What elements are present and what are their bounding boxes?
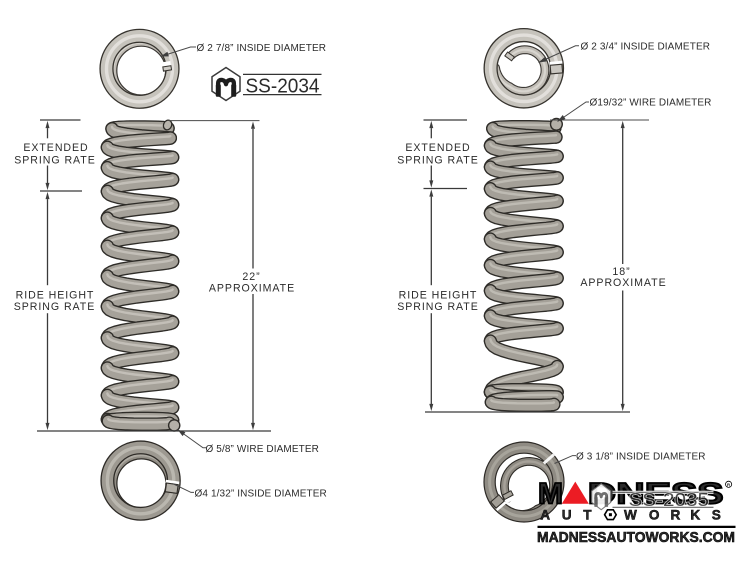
svg-text:R: R (727, 483, 731, 488)
svg-text:18”: 18” (612, 266, 630, 278)
svg-text:O: O (649, 508, 660, 523)
svg-text:APPROXIMATE: APPROXIMATE (209, 283, 295, 295)
svg-text:EXTENDED: EXTENDED (23, 142, 88, 154)
svg-text:MADNESSAUTOWORKS.COM: MADNESSAUTOWORKS.COM (537, 530, 735, 546)
svg-text:SS-2035: SS-2035 (629, 490, 710, 510)
svg-text:Ø 3 1/8” INSIDE DIAMETER: Ø 3 1/8” INSIDE DIAMETER (576, 451, 706, 462)
svg-text:SPRING RATE: SPRING RATE (397, 301, 478, 313)
svg-text:22”: 22” (242, 271, 260, 283)
svg-text:R: R (671, 508, 681, 523)
svg-text:Ø4 1/32” INSIDE DIAMETER: Ø4 1/32” INSIDE DIAMETER (195, 488, 327, 499)
svg-text:SS-2034: SS-2034 (246, 76, 320, 98)
svg-text:RIDE HEIGHT: RIDE HEIGHT (399, 289, 478, 301)
svg-text:A: A (540, 508, 550, 523)
svg-text:SPRING RATE: SPRING RATE (14, 154, 95, 166)
svg-text:EXTENDED: EXTENDED (405, 142, 470, 154)
svg-text:SPRING RATE: SPRING RATE (397, 154, 478, 166)
svg-text:U: U (562, 508, 572, 523)
svg-text:M: M (538, 478, 563, 511)
svg-text:S: S (712, 508, 721, 523)
svg-text:SPRING RATE: SPRING RATE (14, 301, 95, 313)
svg-text:RIDE HEIGHT: RIDE HEIGHT (16, 289, 95, 301)
svg-text:Ø19/32” WIRE DIAMETER: Ø19/32” WIRE DIAMETER (590, 98, 712, 109)
svg-text:K: K (690, 508, 700, 523)
svg-text:Ø 5/8” WIRE DIAMETER: Ø 5/8” WIRE DIAMETER (206, 444, 320, 455)
svg-text:APPROXIMATE: APPROXIMATE (580, 277, 666, 289)
svg-text:Ø 2 7/8” INSIDE DIAMETER: Ø 2 7/8” INSIDE DIAMETER (197, 43, 327, 54)
svg-text:T: T (583, 508, 592, 523)
svg-text:Ø 2 3/4” INSIDE DIAMETER: Ø 2 3/4” INSIDE DIAMETER (581, 42, 711, 53)
svg-text:W: W (624, 508, 637, 523)
